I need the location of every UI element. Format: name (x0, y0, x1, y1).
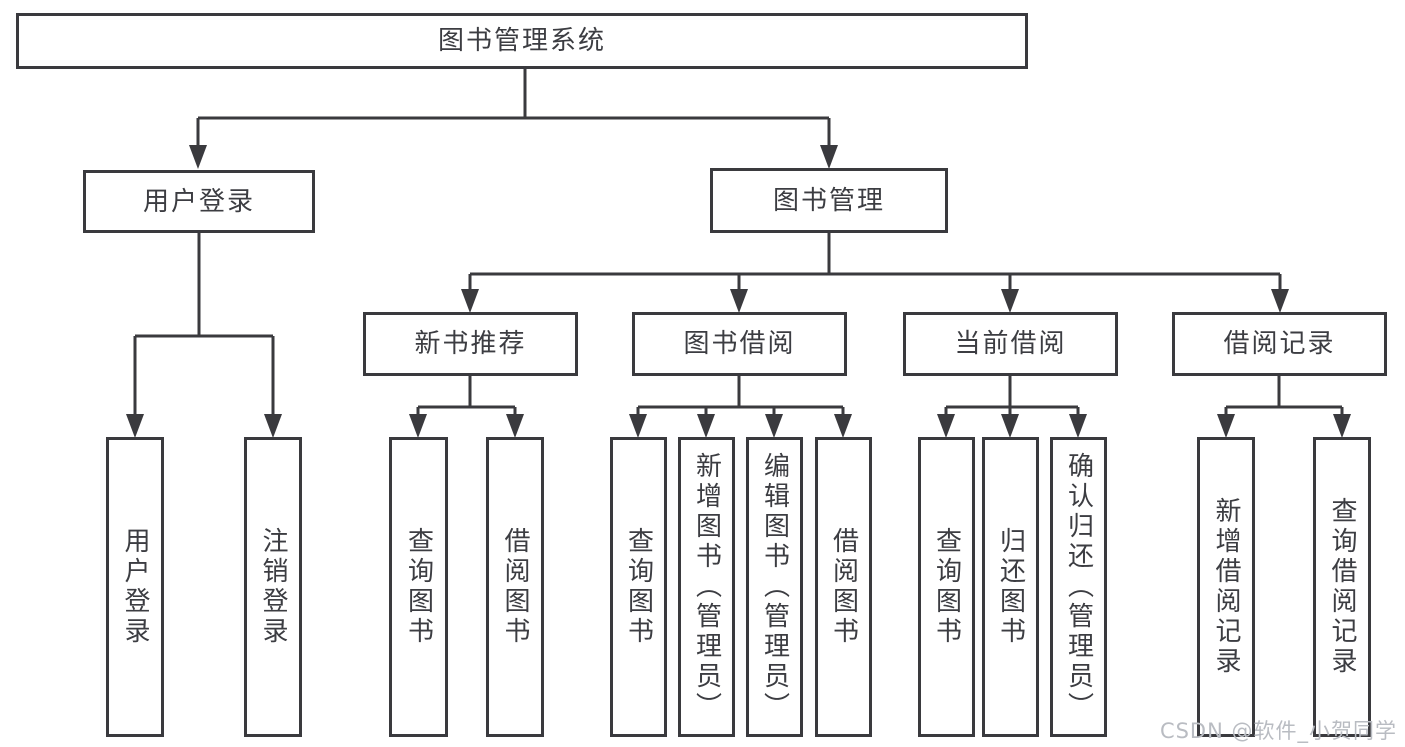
leaf-add-borrow-record: 新增借阅记录 (1197, 437, 1255, 737)
leaf-add-books-admin: 新增图书（管理员） (678, 437, 735, 737)
connector-user-login-children (126, 233, 282, 438)
leaf-label: 用户登录 (120, 527, 150, 647)
leaf-label: 编辑图书（管理员） (759, 452, 790, 722)
leaf-label: 确认归还（管理员） (1063, 452, 1094, 722)
leaf-label: 查询图书 (403, 527, 434, 647)
leaf-label: 注销登录 (258, 527, 288, 647)
node-user-login: 用户登录 (83, 170, 315, 233)
node-book-borrow: 图书借阅 (632, 312, 847, 376)
csdn-watermark: CSDN @软件_小贺同学 (1159, 719, 1397, 743)
node-label: 新书推荐 (414, 329, 527, 359)
leaf-confirm-return-admin: 确认归还（管理员） (1050, 437, 1107, 737)
node-label: 图书借阅 (683, 329, 796, 359)
leaf-query-borrow-record: 查询借阅记录 (1313, 437, 1371, 737)
leaf-query-books-current: 查询图书 (918, 437, 975, 737)
leaf-borrow-books: 借阅图书 (815, 437, 872, 737)
leaf-query-books-borrow: 查询图书 (610, 437, 667, 737)
node-library-management-system: 图书管理系统 (16, 13, 1028, 69)
leaf-label: 借阅图书 (500, 527, 530, 647)
node-label: 借阅记录 (1223, 329, 1336, 359)
connector-book-management-to-level3 (461, 233, 1289, 313)
leaf-label: 查询图书 (931, 527, 962, 647)
node-borrow-records: 借阅记录 (1172, 312, 1387, 376)
connector-book-borrow-children (629, 376, 852, 438)
leaf-label: 查询图书 (623, 527, 654, 647)
leaf-label: 归还图书 (995, 527, 1026, 647)
leaf-return-books: 归还图书 (982, 437, 1039, 737)
leaf-logout: 注销登录 (244, 437, 302, 737)
leaf-user-login: 用户登录 (106, 437, 164, 737)
leaf-query-books-recommend: 查询图书 (389, 437, 448, 737)
connector-borrow-records-children (1217, 376, 1351, 438)
node-book-management: 图书管理 (710, 168, 948, 233)
leaf-label: 借阅图书 (828, 527, 859, 647)
leaf-label: 新增图书（管理员） (691, 452, 722, 722)
leaf-label: 查询借阅记录 (1327, 497, 1357, 677)
connector-root-to-level2 (189, 69, 838, 169)
connector-current-borrow-children (937, 376, 1087, 438)
node-label: 用户登录 (142, 186, 255, 217)
connector-new-book-recommend-children (409, 376, 524, 438)
node-current-borrow: 当前借阅 (903, 312, 1118, 376)
leaf-edit-books-admin: 编辑图书（管理员） (746, 437, 803, 737)
node-label: 图书管理 (772, 185, 885, 216)
leaf-label: 新增借阅记录 (1211, 497, 1241, 677)
node-label: 图书管理系统 (437, 26, 606, 56)
node-label: 当前借阅 (954, 329, 1067, 359)
leaf-borrow-books-recommend: 借阅图书 (486, 437, 544, 737)
node-new-book-recommend: 新书推荐 (363, 312, 578, 376)
